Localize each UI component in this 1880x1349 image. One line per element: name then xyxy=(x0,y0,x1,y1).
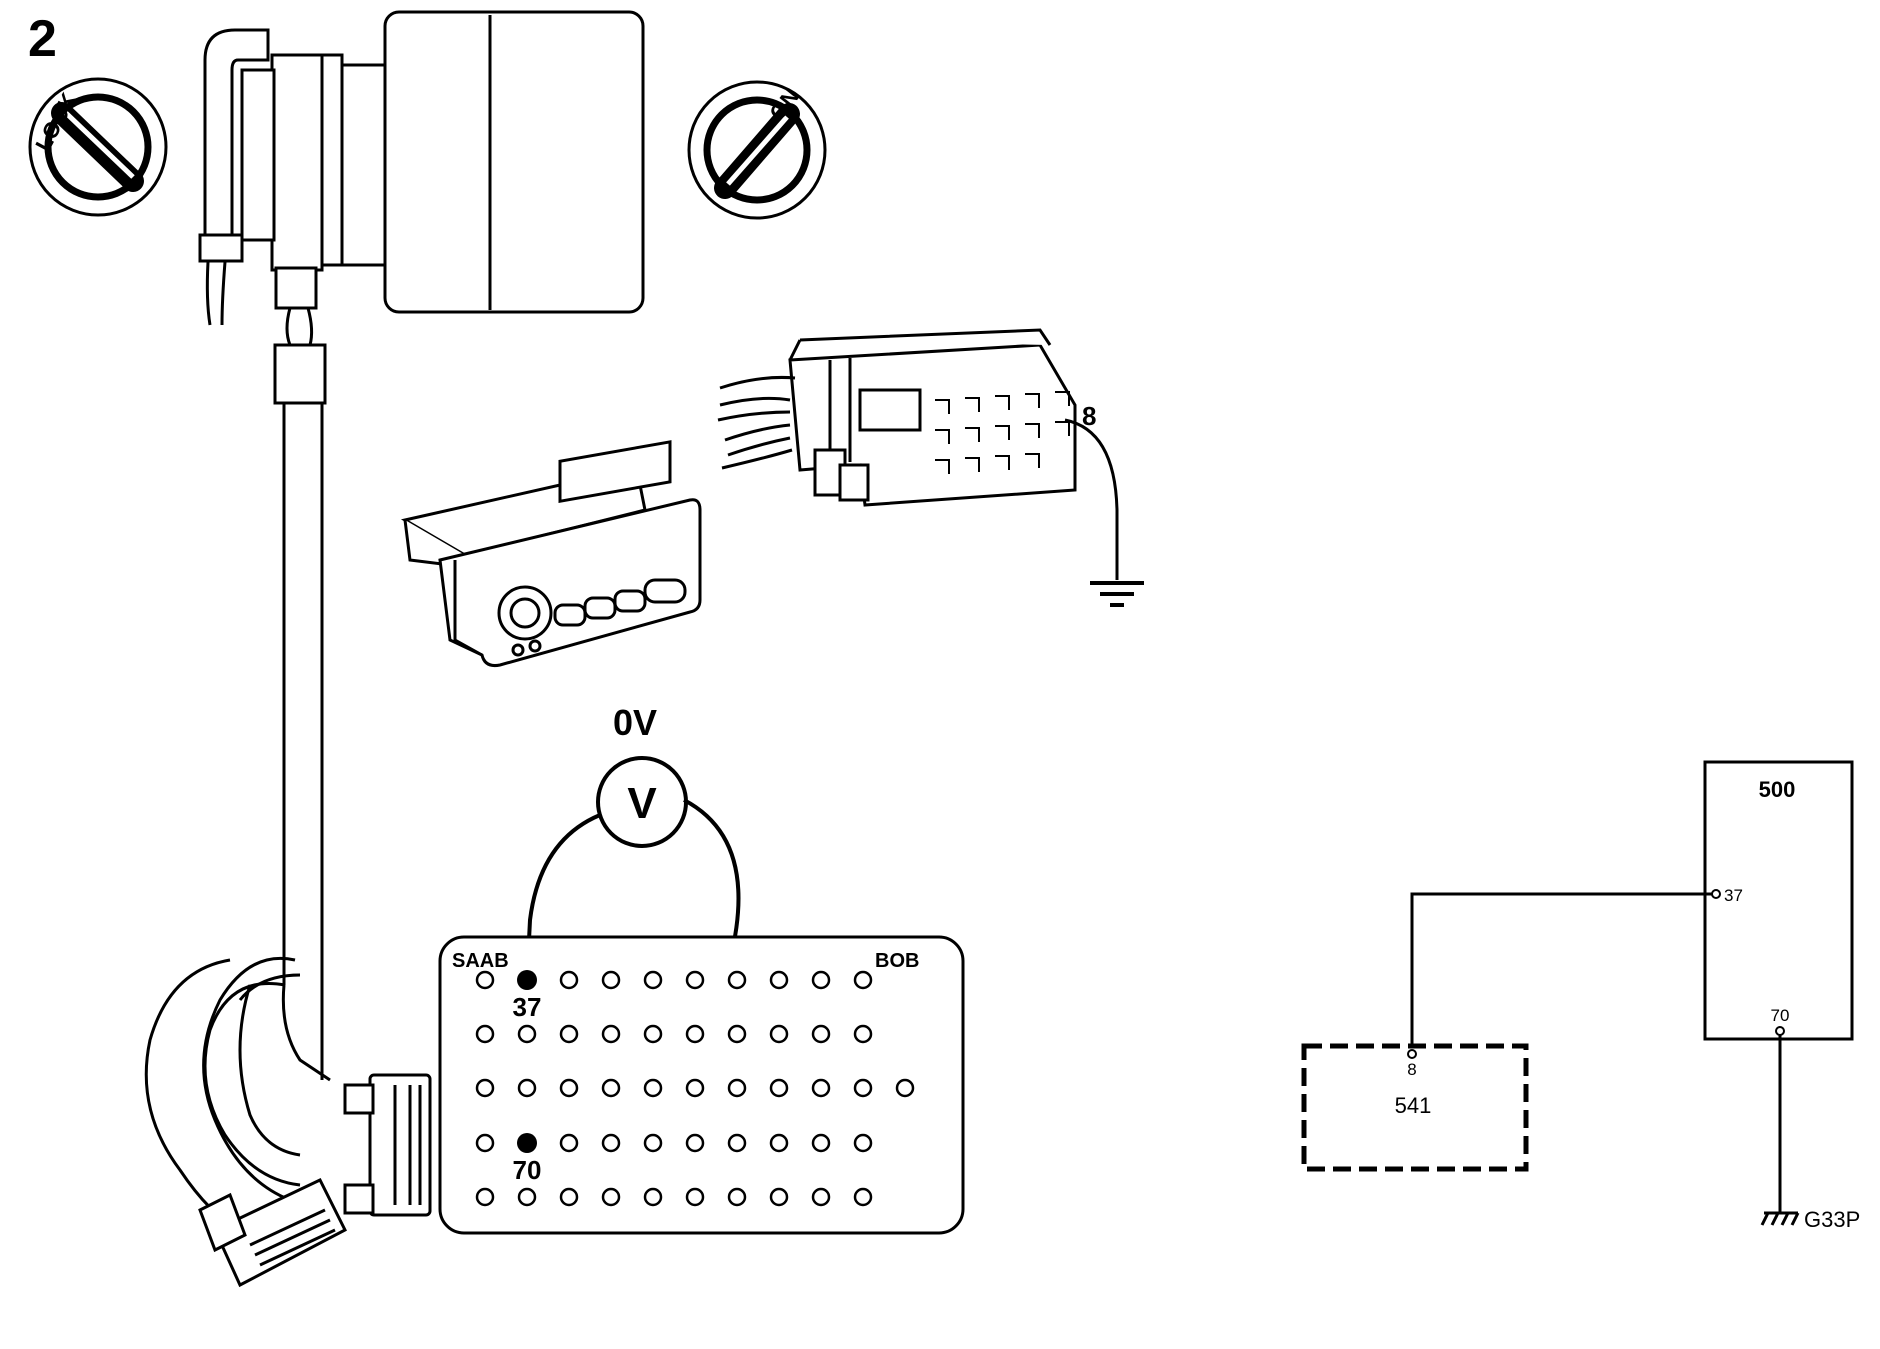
bob-pin-37-probe xyxy=(517,970,537,990)
bob-pin-hole xyxy=(601,970,621,990)
bob-pin-hole xyxy=(685,970,705,990)
schematic-unit-541-box xyxy=(1301,1043,1529,1172)
harness-cable xyxy=(144,343,331,1232)
bob-pin-hole xyxy=(559,1187,579,1207)
bob-pin-hole xyxy=(853,1024,873,1044)
bob-pin-hole xyxy=(727,1078,747,1098)
bob-pin-hole xyxy=(895,1078,915,1098)
bob-pin-70-probe xyxy=(517,1133,537,1153)
bob-pin-hole xyxy=(517,1078,537,1098)
bob-pin-hole xyxy=(601,1078,621,1098)
figure-number: 2 xyxy=(28,10,57,68)
bob-pin-hole xyxy=(811,1024,831,1044)
bob-pin-hole xyxy=(811,1078,831,1098)
bob-pin-hole xyxy=(685,1133,705,1153)
breakout-box-brand: SAAB xyxy=(452,950,509,972)
breakout-box-pins xyxy=(475,970,915,1207)
schematic xyxy=(1301,760,1854,1226)
bob-pin-hole xyxy=(727,970,747,990)
bob-pin-hole xyxy=(601,1133,621,1153)
bob-pin-37-label: 37 xyxy=(513,992,542,1022)
bob-pin-hole xyxy=(811,970,831,990)
schematic-unit-541-label: 541 xyxy=(1395,1093,1432,1118)
voltmeter-symbol: V xyxy=(627,779,657,828)
bob-pin-hole xyxy=(769,1187,789,1207)
bob-pin-hole xyxy=(643,1078,663,1098)
bob-pin-hole xyxy=(643,970,663,990)
bob-pin-hole xyxy=(643,1024,663,1044)
bob-pin-hole xyxy=(643,1187,663,1207)
on-key-outer-ring xyxy=(687,80,827,220)
lock-key-outer-ring xyxy=(28,77,168,217)
bob-pin-hole xyxy=(685,1078,705,1098)
schematic-pin-70-label: 70 xyxy=(1771,1006,1790,1025)
bob-pin-hole xyxy=(727,1133,747,1153)
schematic-ground-label: G33P xyxy=(1804,1207,1860,1232)
voltmeter-reading: 0V xyxy=(613,702,657,743)
bob-pin-hole xyxy=(475,1133,495,1153)
lock-key-inner-ring xyxy=(44,93,152,201)
bob-pin-hole xyxy=(769,1133,789,1153)
bob-pin-hole xyxy=(769,1024,789,1044)
bob-pin-hole xyxy=(601,1024,621,1044)
schematic-pin-70-node xyxy=(1775,1026,1785,1036)
schematic-pin-37-node xyxy=(1711,889,1721,899)
bob-pin-hole xyxy=(853,1133,873,1153)
radio-unit xyxy=(400,440,702,667)
bob-pin-hole xyxy=(727,1187,747,1207)
bob-pin-hole xyxy=(727,1024,747,1044)
bob-pin-hole xyxy=(685,1187,705,1207)
bob-pin-hole xyxy=(517,1187,537,1207)
bob-pin-hole xyxy=(685,1024,705,1044)
bob-pin-hole xyxy=(853,1187,873,1207)
bob-pin-hole xyxy=(475,970,495,990)
schematic-pin-37-label: 37 xyxy=(1724,886,1743,905)
chassis-ground-icon xyxy=(1760,1211,1800,1226)
radio-connector xyxy=(717,328,1119,580)
schematic-unit-500-label: 500 xyxy=(1759,777,1796,802)
bob-pin-hole xyxy=(853,970,873,990)
schematic-pin-8-label: 8 xyxy=(1407,1060,1416,1079)
bob-pin-hole xyxy=(559,970,579,990)
bob-pin-hole xyxy=(475,1078,495,1098)
bob-pin-hole xyxy=(769,970,789,990)
ignition-switch xyxy=(198,10,645,346)
bob-pin-70-label: 70 xyxy=(513,1155,542,1185)
connector-pin-label: 8 xyxy=(1082,401,1096,431)
bob-pin-hole xyxy=(559,1133,579,1153)
connector-pin-grid xyxy=(935,391,1070,474)
lock-key-blade-icon xyxy=(51,102,144,192)
schematic-pin-8-node xyxy=(1407,1049,1417,1059)
bob-pin-hole xyxy=(811,1187,831,1207)
bob-pin-hole xyxy=(559,1024,579,1044)
bob-pin-hole xyxy=(475,1024,495,1044)
breakout-box-name: BOB xyxy=(875,950,919,972)
probe-lead-37 xyxy=(525,813,601,981)
bob-pin-hole xyxy=(559,1078,579,1098)
bob-pin-hole xyxy=(643,1133,663,1153)
ground-symbol-icon xyxy=(1090,581,1144,607)
harness-plug xyxy=(198,1073,432,1288)
bob-pin-hole xyxy=(475,1187,495,1207)
bob-pin-hole xyxy=(769,1078,789,1098)
breakout-box: SAAB BOB 37 70 xyxy=(438,935,965,1235)
schematic-wire-37-8 xyxy=(1410,892,1712,1046)
bob-pin-hole xyxy=(517,1024,537,1044)
bob-pin-hole xyxy=(853,1078,873,1098)
key-lock-position xyxy=(28,77,168,217)
on-key-inner-ring xyxy=(703,96,811,204)
bob-pin-hole xyxy=(601,1187,621,1207)
key-on-position xyxy=(687,80,827,220)
bob-pin-hole xyxy=(811,1133,831,1153)
